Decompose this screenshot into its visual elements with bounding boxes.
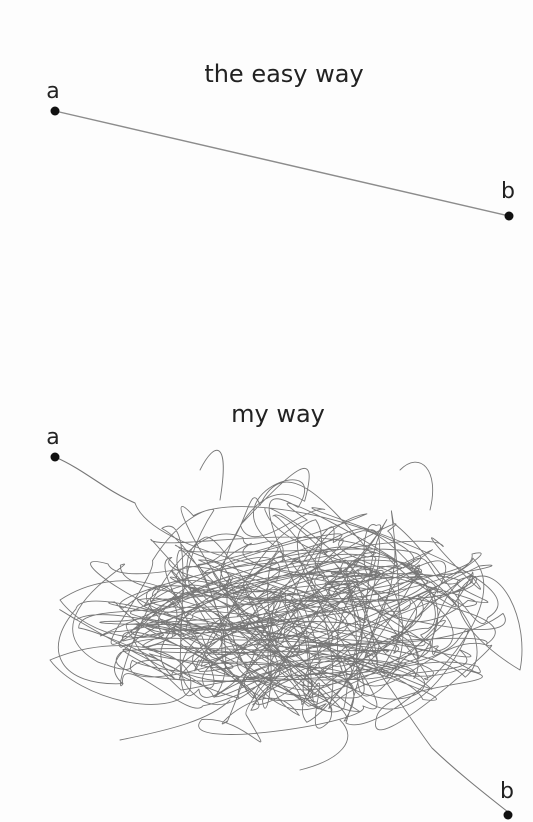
easy-start-label: a <box>46 79 59 104</box>
tangled-start-segment <box>55 457 135 503</box>
straight-path-line <box>55 111 509 216</box>
scribble-loop <box>300 720 348 770</box>
tangled-path-scribble <box>50 450 522 770</box>
my-start-label: a <box>46 425 59 450</box>
scribble-path <box>58 468 505 748</box>
tangled-end-segment <box>432 748 508 812</box>
my-start-dot <box>51 453 60 462</box>
easy-way-panel: the easy way a b <box>46 60 515 221</box>
my-way-panel: my way a b <box>46 400 522 820</box>
scribble-loop <box>200 450 223 500</box>
easy-end-label: b <box>501 179 515 204</box>
easy-start-dot <box>51 107 60 116</box>
scribble-loop <box>400 462 433 510</box>
my-end-dot <box>504 811 513 820</box>
my-way-title: my way <box>231 400 325 428</box>
my-end-label: b <box>500 779 514 804</box>
easy-way-title: the easy way <box>204 60 363 88</box>
easy-end-dot <box>505 212 514 221</box>
